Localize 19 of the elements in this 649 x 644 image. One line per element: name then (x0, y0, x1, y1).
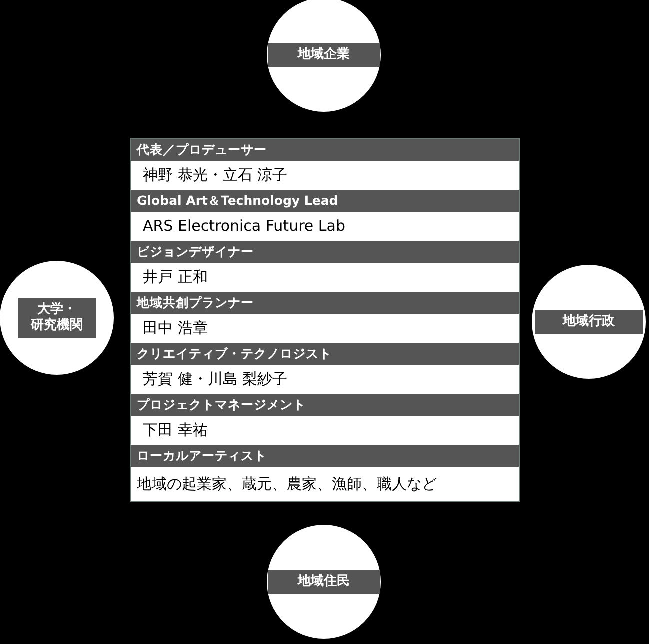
label-band: 地域企業 (268, 42, 380, 68)
member-name: 地域の起業家、蔵元、農家、漁師、職人など (136, 474, 438, 494)
member-name: ARS Electronica Future Lab (142, 216, 346, 237)
label-band: 地域住民 (268, 570, 380, 594)
team-panel (130, 138, 520, 502)
role-header: ビジョンデザイナー (131, 241, 519, 263)
role-header: プロジェクトマネージメント (131, 394, 519, 416)
role-header: 地域共創プランナー (131, 292, 519, 314)
label-band: 大学・研究機関 (18, 298, 96, 338)
member-name: 井戸 正和 (142, 267, 209, 288)
member-name: 芳賀 健・川島 梨紗子 (142, 369, 289, 390)
label-band: 地域行政 (535, 310, 643, 334)
member-name: 田中 浩章 (142, 318, 209, 339)
member-name: 神野 恭光・立石 涼子 (142, 165, 289, 186)
role-header: Global Art＆Technology Lead (131, 190, 519, 212)
role-header: クリエイティブ・テクノロジスト (131, 343, 519, 365)
member-name: 下田 幸祐 (142, 420, 209, 441)
role-header: 代表／プロデューサー (131, 139, 519, 161)
role-header: ローカルアーティスト (131, 445, 519, 467)
